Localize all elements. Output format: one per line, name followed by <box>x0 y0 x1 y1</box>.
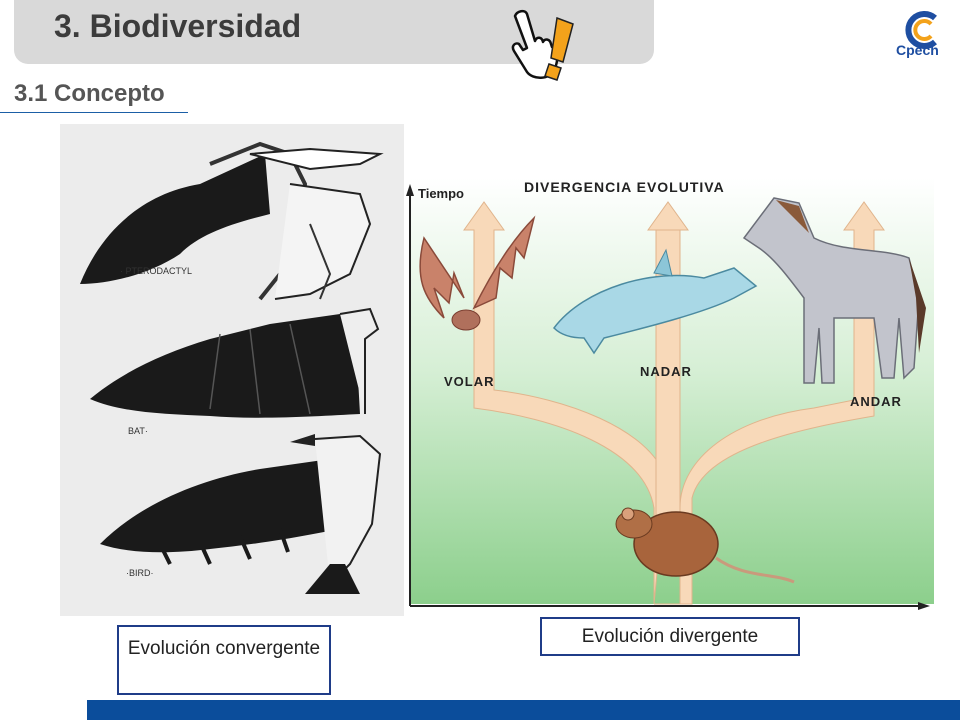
divergence-heading: DIVERGENCIA EVOLUTIVA <box>524 179 725 195</box>
cpech-logo-icon <box>905 11 937 49</box>
pterodactyl-illustration: · PTERODACTYL <box>80 141 384 301</box>
pointing-hand-icon <box>511 9 574 81</box>
bat-illustration: BAT· <box>90 307 380 436</box>
branch-label-volar: VOLAR <box>444 374 495 389</box>
horse-drawing <box>742 197 926 384</box>
branch-label-nadar: NADAR <box>640 364 692 379</box>
caption-divergent: Evolución divergente <box>540 617 800 656</box>
convergent-evolution-illustration: · PTERODACTYL BAT· ·BIRD· <box>60 124 404 616</box>
bat-label: BAT· <box>128 426 148 436</box>
pterodactyl-label: · PTERODACTYL <box>120 266 192 276</box>
caption-convergent: Evolución convergente <box>117 625 331 695</box>
bird-label: ·BIRD· <box>126 568 154 578</box>
bat-drawing <box>419 215 536 331</box>
branch-label-andar: ANDAR <box>850 394 902 409</box>
title-bar: 3. Biodiversidad <box>14 0 654 64</box>
page-title: 3. Biodiversidad <box>54 8 302 44</box>
logo-text: Cpech <box>896 42 939 58</box>
divergent-evolution-illustration: Tiempo DIVERGENCIA EVOLUTIVA <box>404 178 934 610</box>
bird-illustration: ·BIRD· <box>100 434 382 594</box>
time-axis-label: Tiempo <box>418 186 464 201</box>
footer-bar <box>87 700 960 720</box>
section-subtitle: 3.1 Concepto <box>14 80 165 107</box>
subtitle-underline <box>0 112 188 113</box>
dolphin-drawing <box>553 248 758 355</box>
mouse-drawing <box>615 507 795 584</box>
